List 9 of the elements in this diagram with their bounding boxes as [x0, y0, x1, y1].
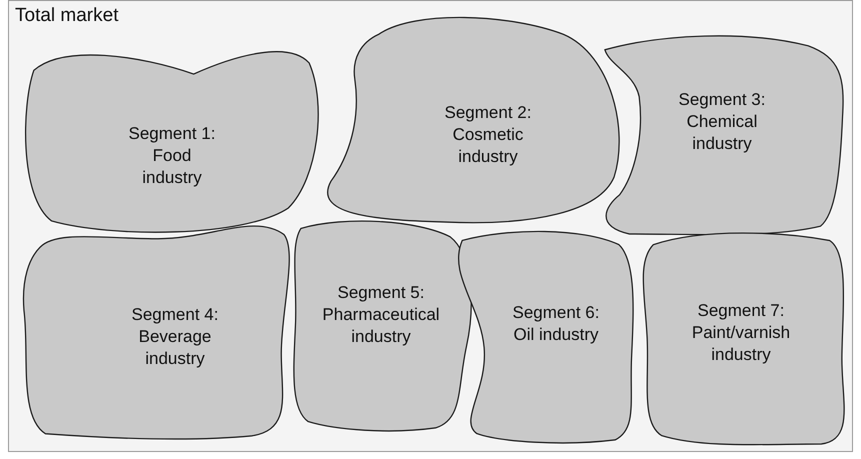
segment-label: Segment 3: Chemical industry	[678, 89, 766, 155]
segment-label: Segment 4: Beverage industry	[130, 304, 220, 370]
market-panel	[8, 0, 853, 452]
segment-label: Segment 2: Cosmetic industry	[444, 102, 532, 168]
panel-title: Total market	[15, 5, 118, 27]
segment-label: Segment 5: Pharmaceutical industry	[321, 282, 441, 348]
segment-label: Segment 7: Paint/varnish industry	[690, 300, 792, 366]
segment-label: Segment 6: Oil industry	[512, 302, 600, 346]
segment-label: Segment 1: Food industry	[128, 123, 216, 189]
